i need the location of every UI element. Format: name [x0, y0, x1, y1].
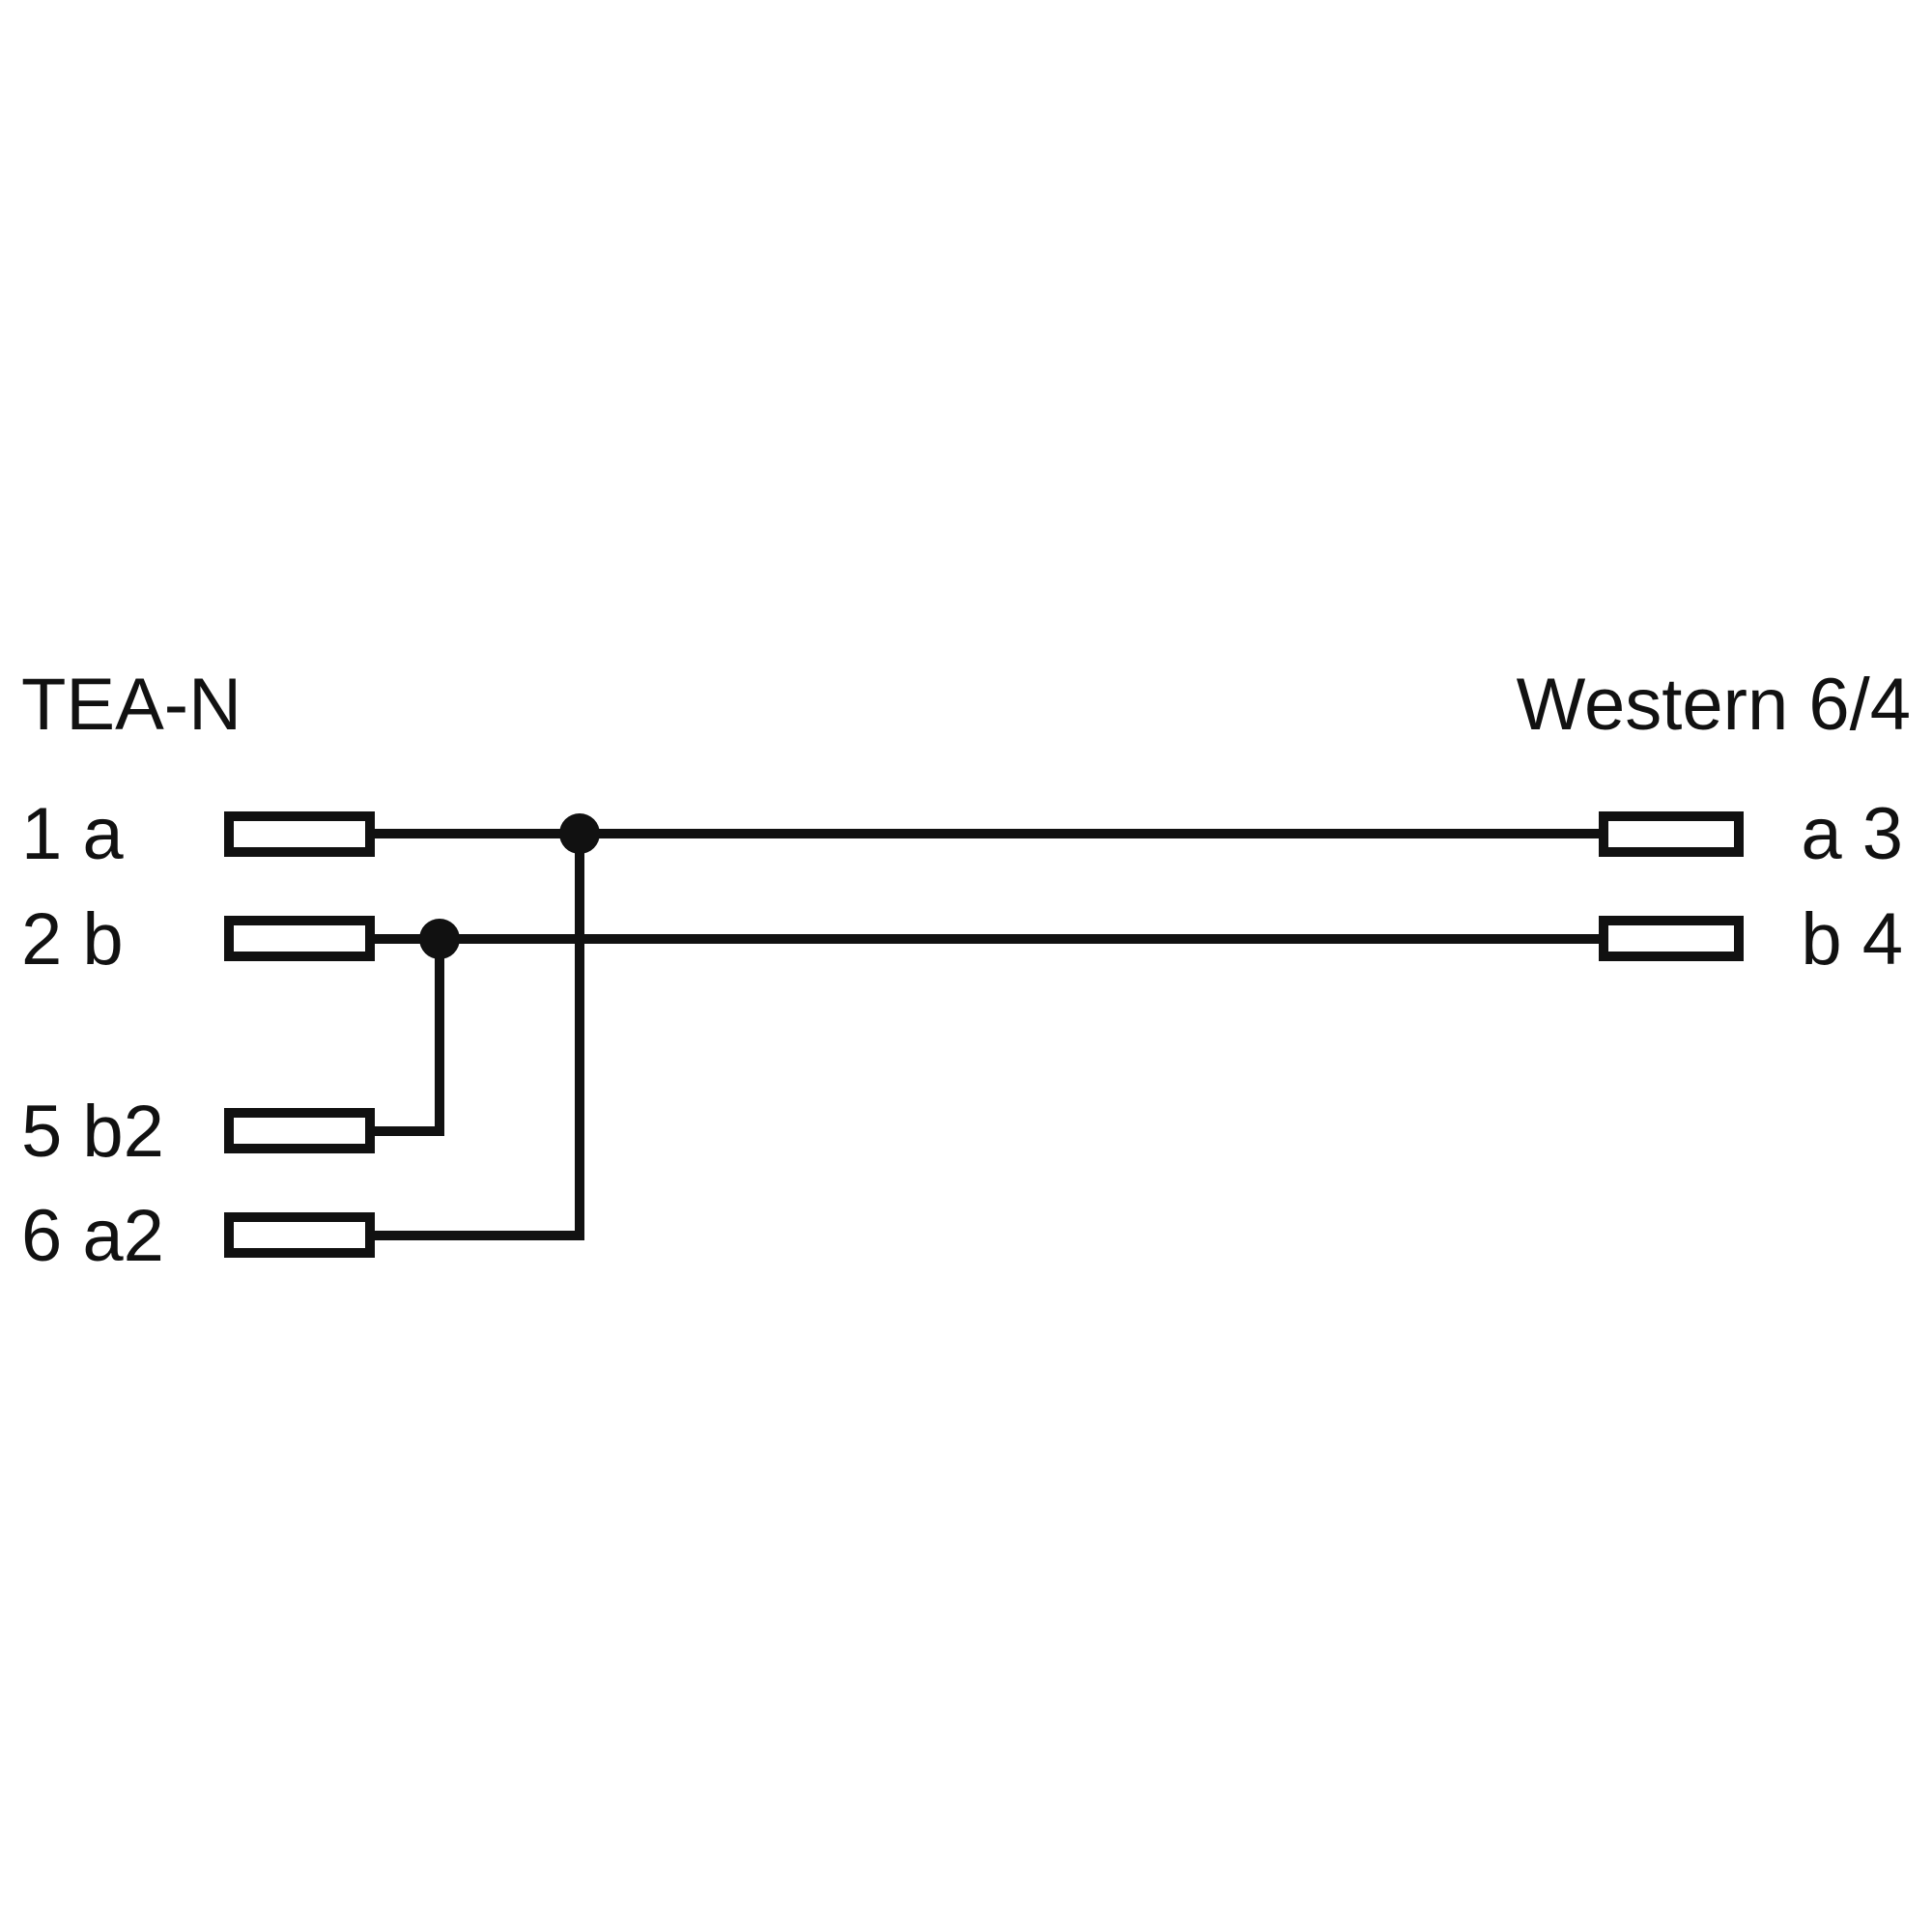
pin-label-b4: b 4	[1801, 898, 1903, 980]
terminal-a3	[1599, 811, 1744, 857]
pin-label-5b2: 5 b2	[21, 1091, 164, 1173]
pin-label-2b: 2 b	[21, 898, 124, 980]
terminal-1a	[224, 811, 375, 857]
terminal-5b2	[224, 1108, 375, 1153]
pin-label-1a: 1 a	[21, 793, 124, 875]
right-connector-title: Western 6/4	[1516, 664, 1911, 746]
terminal-6a2	[224, 1212, 375, 1258]
terminal-b4	[1599, 916, 1744, 961]
wire-6a2-branch	[375, 834, 584, 1240]
pin-label-a3: a 3	[1801, 793, 1903, 875]
junction-dot-2b-5b2	[419, 919, 460, 959]
pin-label-6a2: 6 a2	[21, 1195, 164, 1277]
terminal-2b	[224, 916, 375, 961]
wire-5b2-branch	[375, 939, 444, 1136]
junction-dot-1a-6a2	[559, 813, 600, 854]
left-connector-title: TEA-N	[21, 664, 242, 746]
